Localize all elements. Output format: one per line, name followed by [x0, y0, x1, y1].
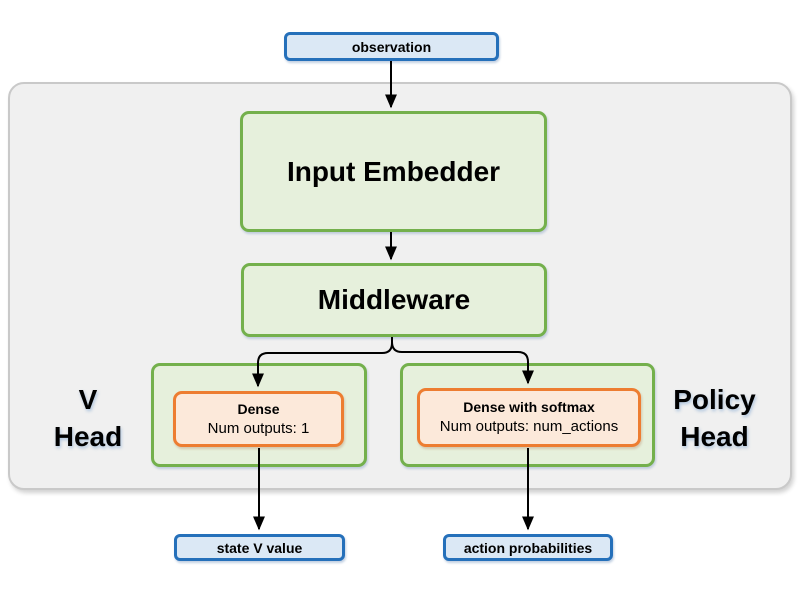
policy-dense-subtitle: Num outputs: num_actions	[439, 418, 619, 435]
input-embedder-node: Input Embedder	[240, 111, 547, 232]
middleware-node: Middleware	[241, 263, 547, 337]
v-dense-subtitle: Num outputs: 1	[207, 419, 310, 437]
v-dense-title: Dense	[237, 400, 280, 417]
state-v-value-node: state V value	[174, 534, 345, 561]
v-head-dense-node: Dense Num outputs: 1	[173, 391, 344, 447]
policy-dense-title: Dense with softmax	[463, 399, 595, 415]
middleware-label: Middleware	[317, 284, 471, 315]
action-probabilities-node: action probabilities	[443, 534, 613, 561]
action-probabilities-label: action probabilities	[463, 539, 593, 556]
observation-label: observation	[351, 38, 432, 55]
policy-head-label: Policy Head	[673, 384, 756, 452]
observation-node: observation	[284, 32, 499, 61]
policy-head-dense-node: Dense with softmax Num outputs: num_acti…	[417, 388, 641, 447]
state-v-value-label: state V value	[216, 539, 303, 556]
input-embedder-label: Input Embedder	[286, 155, 501, 187]
v-head-label: V Head	[53, 384, 123, 452]
